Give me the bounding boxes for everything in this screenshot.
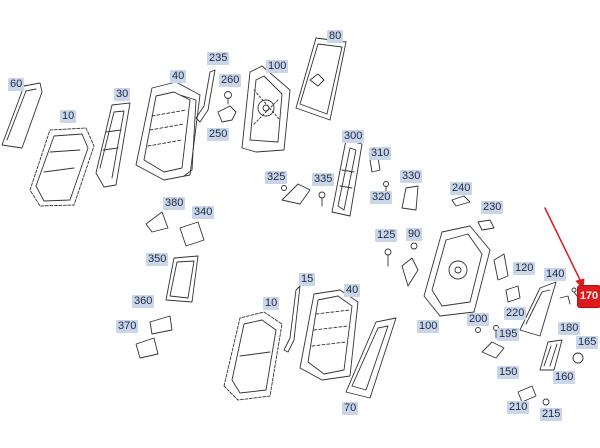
- part-160-trim-strip: [539, 339, 563, 371]
- part-120-pin: [401, 257, 419, 287]
- callout-150: 150: [497, 366, 520, 379]
- part-140-side-cover: [519, 281, 557, 337]
- part-330-cover: [401, 185, 419, 211]
- part-200-screw: [475, 327, 481, 333]
- part-10-backrest-cushion: [29, 127, 95, 207]
- part-215-screw: [542, 398, 550, 406]
- part-70-side-panel: [345, 317, 397, 399]
- callout-125: 125: [375, 229, 398, 242]
- callout-15: 15: [299, 273, 316, 286]
- part-125-bolt: [384, 248, 392, 267]
- callout-10: 10: [60, 110, 77, 123]
- callout-340: 340: [192, 206, 215, 219]
- callout-210: 210: [507, 401, 530, 414]
- callout-250: 250: [207, 128, 230, 141]
- part-80-back-panel: [295, 37, 347, 121]
- part-350-lumbar-module: [165, 255, 199, 303]
- callout-195: 195: [497, 328, 520, 341]
- part-230-clip: [477, 219, 495, 231]
- callout-370: 370: [116, 320, 139, 333]
- callout-360: 360: [132, 295, 155, 308]
- highlight-arrow: [544, 207, 584, 287]
- callout-30: 30: [114, 88, 131, 101]
- callout-330: 330: [400, 170, 423, 183]
- part-165-button: [572, 352, 584, 364]
- part-300-rail: [331, 139, 363, 217]
- callout-230: 230: [481, 201, 504, 214]
- callout-90: 90: [406, 228, 423, 241]
- callout-40: 40: [170, 70, 187, 83]
- part-60-backrest-panel: [1, 82, 43, 149]
- part-235-rod: [195, 69, 216, 123]
- part-260-bolt: [224, 91, 232, 105]
- part-380-trim: [145, 211, 169, 233]
- callout-70: 70: [342, 402, 359, 415]
- part-100-seat-frame: [241, 65, 291, 153]
- callout-320: 320: [370, 191, 393, 204]
- callout-100-lower: 100: [417, 320, 440, 333]
- callout-10-lower: 10: [263, 297, 280, 310]
- callout-335: 335: [312, 173, 335, 186]
- part-370-cover: [135, 337, 159, 359]
- callout-235: 235: [207, 52, 230, 65]
- part-220-bracket: [505, 285, 521, 303]
- callout-160: 160: [553, 371, 576, 384]
- part-325-screw: [281, 185, 287, 191]
- part-40-seat-shell: [299, 289, 359, 381]
- part-340-trim: [179, 221, 205, 247]
- part-250-clip: [217, 105, 237, 123]
- part-40-backrest-shell: [135, 81, 201, 181]
- callout-300: 300: [342, 130, 365, 143]
- callout-165: 165: [576, 336, 599, 349]
- part-240-clip: [451, 195, 471, 207]
- part-335-screw: [318, 191, 326, 207]
- part-15-rod: [283, 285, 301, 353]
- callout-240: 240: [450, 182, 473, 195]
- callout-380: 380: [163, 197, 186, 210]
- callout-100: 100: [266, 60, 289, 73]
- part-90-nut: [410, 242, 418, 250]
- callout-140: 140: [544, 268, 567, 281]
- callout-350: 350: [146, 253, 169, 266]
- part-310-connector: [369, 157, 381, 173]
- callout-60: 60: [8, 78, 25, 91]
- part-10-seat-cushion: [223, 311, 283, 401]
- part-120-hinge: [493, 253, 509, 281]
- callout-220: 220: [504, 307, 527, 320]
- callout-120: 120: [513, 262, 536, 275]
- part-210-bracket: [517, 385, 537, 403]
- part-360-switch: [149, 315, 173, 335]
- callout-40-lower: 40: [344, 284, 361, 297]
- part-325-bracket: [281, 183, 311, 205]
- callout-310: 310: [369, 147, 392, 160]
- callout-200: 200: [467, 313, 490, 326]
- highlighted-part-callout[interactable]: 170: [578, 286, 600, 307]
- part-100-lower-frame: [423, 225, 491, 317]
- callout-325: 325: [265, 171, 288, 184]
- part-190-cover: [481, 341, 505, 359]
- callout-215: 215: [540, 408, 563, 421]
- callout-180: 180: [558, 322, 581, 335]
- callout-80: 80: [327, 30, 344, 43]
- highlight-arrow-head: [575, 278, 585, 289]
- part-180-spring: [559, 295, 571, 305]
- callout-260: 260: [219, 74, 242, 87]
- part-30-backrest-frame: [95, 102, 131, 188]
